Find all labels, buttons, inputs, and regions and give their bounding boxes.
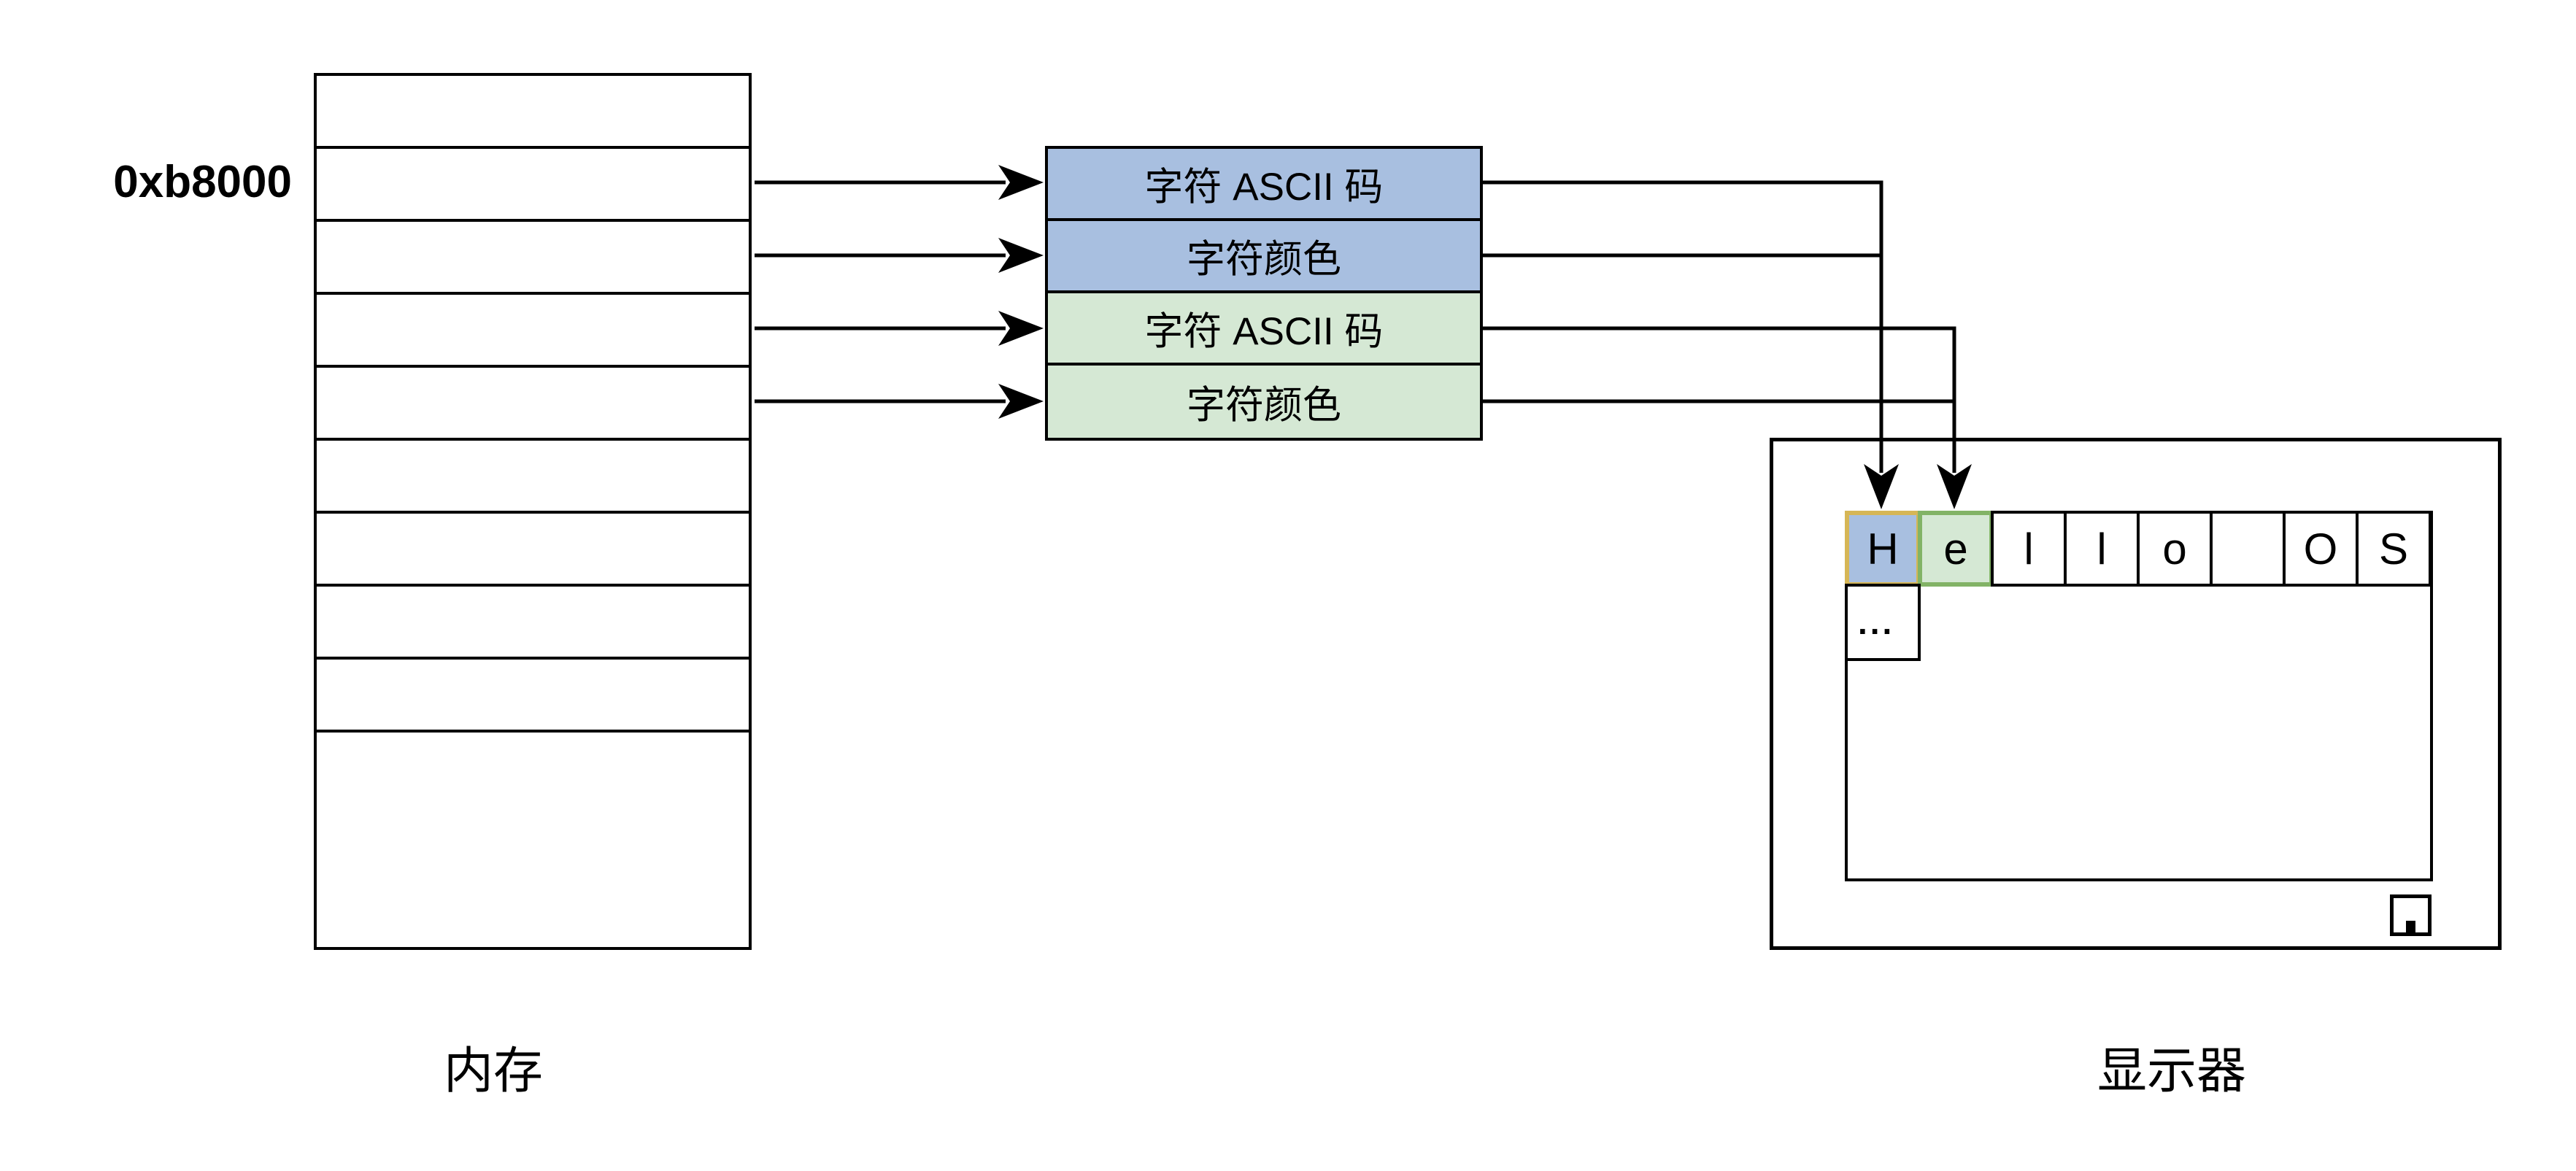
memory-row xyxy=(317,441,749,514)
vram-row-color-1: 字符颜色 xyxy=(1048,221,1480,293)
vram-row-label: 字符 ASCII 码 xyxy=(1144,309,1384,353)
char-cell-l: l xyxy=(2064,511,2140,587)
char-cell-S: S xyxy=(2356,511,2432,587)
char-cell-e: e xyxy=(1918,511,1994,587)
vram-row-ascii-1: 字符 ASCII 码 xyxy=(1048,149,1480,221)
arrowhead-mem-row2 xyxy=(998,165,1044,200)
monitor-cursor-box xyxy=(2390,894,2432,936)
screen-ellipsis-cell: ... xyxy=(1845,584,1921,661)
vram-row-label: 字符颜色 xyxy=(1187,383,1341,427)
screen-character-row: H e l l o O S xyxy=(1845,511,2432,587)
vram-row-label: 字符 ASCII 码 xyxy=(1144,165,1384,209)
char-cell-o: o xyxy=(2137,511,2213,587)
memory-row xyxy=(317,514,749,587)
memory-row xyxy=(317,222,749,295)
display-caption: 显示器 xyxy=(2097,1043,2246,1099)
arrowhead-mem-row5 xyxy=(998,384,1044,419)
memory-row-0xb8000 xyxy=(317,149,749,222)
char-cell-O: O xyxy=(2283,511,2359,587)
memory-row xyxy=(317,660,749,733)
memory-row-tall xyxy=(317,733,749,950)
vram-row-ascii-2: 字符 ASCII 码 xyxy=(1048,293,1480,366)
vram-row-label: 字符颜色 xyxy=(1187,237,1341,281)
arrowhead-mem-row4 xyxy=(998,311,1044,346)
char-cell-l: l xyxy=(1991,511,2067,587)
memory-row xyxy=(317,587,749,660)
memory-row xyxy=(317,295,749,368)
memory-row xyxy=(317,76,749,149)
char-cell-blank xyxy=(2210,511,2286,587)
vram-byte-stack: 字符 ASCII 码 字符颜色 字符 ASCII 码 字符颜色 xyxy=(1045,146,1483,441)
memory-box xyxy=(314,73,752,950)
char-cell-H: H xyxy=(1845,511,1921,587)
memory-row xyxy=(317,368,749,441)
cursor-mark xyxy=(2406,921,2415,932)
memory-caption: 内存 xyxy=(443,1043,543,1099)
memory-address-label: 0xb8000 xyxy=(113,157,292,207)
wire-blue-ascii-to-H xyxy=(1483,180,1883,473)
arrowhead-mem-row3 xyxy=(998,238,1044,273)
vram-row-color-2: 字符颜色 xyxy=(1048,366,1480,438)
